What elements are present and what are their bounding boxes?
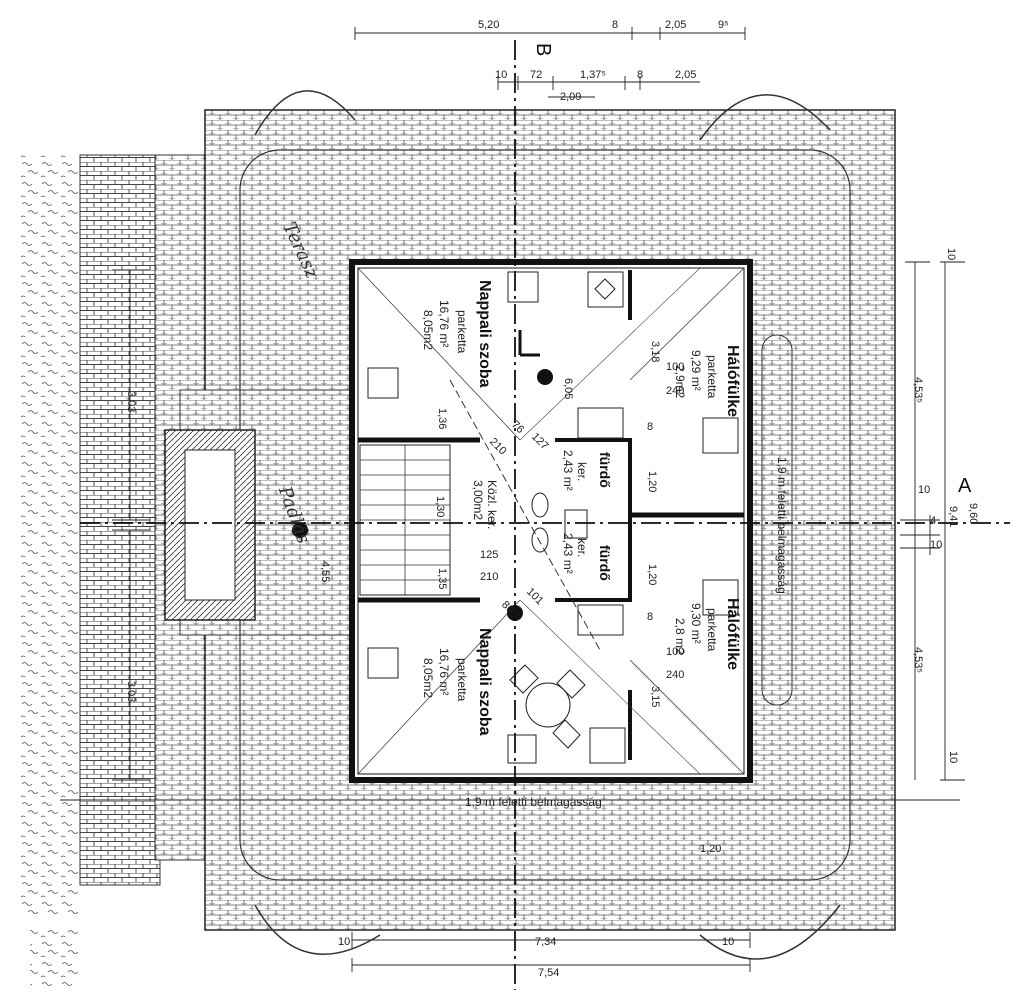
halofulke1-width: 240 bbox=[666, 385, 684, 397]
room-name: Közl. ker. bbox=[485, 480, 499, 529]
garden-area bbox=[18, 154, 161, 990]
dim-left-upper: 3,03 bbox=[125, 391, 137, 412]
height-note-bottom: 1,9 m feletti belmagasság bbox=[465, 795, 602, 809]
dim-right-5: 10 bbox=[930, 539, 942, 551]
dim-top-1: 5,20 bbox=[478, 19, 499, 31]
dim-right-9: 10 bbox=[947, 751, 959, 763]
dim-bottom-5: 1,20 bbox=[700, 843, 721, 855]
room-furdo-2: fürdő bbox=[597, 545, 613, 581]
dim-top2-5: 2,05 bbox=[675, 69, 696, 81]
room-name: Nappali szoba bbox=[476, 628, 493, 736]
measure-120a: 1,20 bbox=[646, 471, 658, 492]
measure-210b: 210 bbox=[480, 571, 498, 583]
halofulke1-height: 100 bbox=[666, 361, 684, 373]
dim-top-4: 9⁵ bbox=[718, 19, 729, 31]
room-area: 3,00m2 bbox=[471, 480, 485, 520]
measure-125: 125 bbox=[480, 549, 498, 561]
furdo-2-info: ker. 2,43 m² bbox=[561, 533, 589, 574]
room-area2: 8,05m2 bbox=[421, 658, 435, 698]
room-area: 2,43 m² bbox=[561, 450, 575, 491]
dims-right: 10 4,53⁵ 10 4 10 9,41 9,60 4,53⁵ 10 bbox=[912, 248, 979, 763]
measure-130: 1,30 bbox=[434, 496, 446, 517]
dims-top: 5,20 8 2,05 9⁵ 10 72 1,37⁵ 8 2,05 2,09 bbox=[478, 19, 729, 103]
room-area: 16,76 m² bbox=[437, 648, 451, 695]
dim-right-7: 9,60 bbox=[967, 503, 979, 524]
halofulke2-depth: 3,15 bbox=[649, 686, 661, 707]
room-area2: 2,9m2 bbox=[673, 365, 687, 399]
dim-right-3: 10 bbox=[918, 484, 930, 496]
dim-top-2: 8 bbox=[612, 19, 618, 31]
measure-136: 1,36 bbox=[436, 408, 448, 429]
room-floor: parketta bbox=[705, 608, 719, 652]
dim-bottom-1: 10 bbox=[338, 936, 350, 948]
dim-left-lower: 3,03 bbox=[125, 681, 137, 702]
room-area: 9,29 m² bbox=[689, 350, 703, 391]
section-lines bbox=[80, 40, 1010, 990]
dimension-lines bbox=[60, 27, 965, 972]
dim-bottom-2: 7,34 bbox=[535, 936, 556, 948]
room-nappali-1: Nappali szoba parketta 16,76 m² 8,05m2 bbox=[421, 280, 493, 388]
room-halofulke-2: Hálófülke parketta 9,30 m² 2,8 m2 bbox=[673, 598, 741, 670]
room-area: 2,43 m² bbox=[561, 533, 575, 574]
halofulke2-height: 100 bbox=[666, 646, 684, 658]
room-area: 9,30 m² bbox=[689, 603, 703, 644]
chimney-block bbox=[164, 429, 256, 621]
room-floor: parketta bbox=[705, 355, 719, 399]
room-name: fürdő bbox=[597, 545, 613, 581]
height-note-right: 1,9 m feletti belmagasság bbox=[775, 457, 789, 594]
dim-bottom-4: 7,54 bbox=[538, 967, 559, 979]
room-area2: 2,8 m2 bbox=[673, 618, 687, 655]
measure-135: 1,35 bbox=[436, 568, 448, 589]
room-floor: parketta bbox=[455, 658, 469, 702]
room-sub: ker. bbox=[575, 538, 589, 557]
dim-top-3: 2,05 bbox=[665, 19, 686, 31]
measure-605: 6,05 bbox=[562, 378, 574, 399]
dim-right-8: 4,53⁵ bbox=[912, 647, 924, 673]
measure-455: 4,55 bbox=[319, 561, 331, 582]
section-b-label: B bbox=[532, 43, 554, 56]
dim-right-2: 4,53⁵ bbox=[912, 377, 924, 403]
furdo-1-info: ker. 2,43 m² bbox=[561, 450, 589, 491]
building-outline bbox=[349, 259, 753, 783]
dim-right-1: 10 bbox=[945, 248, 957, 260]
dim-bottom-3: 10 bbox=[722, 936, 734, 948]
room-halofulke-1: Hálófülke parketta 9,29 m² 2,9m2 bbox=[673, 345, 741, 417]
room-nappali-2: Nappali szoba parketta 16,76 m² 8,05m2 bbox=[421, 628, 493, 736]
staircase bbox=[359, 444, 451, 596]
room-floor: parketta bbox=[455, 310, 469, 354]
halofulke1-depth: 3,18 bbox=[649, 341, 661, 362]
room-furdo-1: fürdő bbox=[597, 452, 613, 488]
room-sub: ker. bbox=[575, 462, 589, 481]
room-name: fürdő bbox=[597, 452, 613, 488]
section-a-label: A bbox=[958, 475, 972, 497]
dims-bottom: 10 7,34 10 7,54 1,20 bbox=[338, 843, 734, 979]
room-area: 16,76 m² bbox=[437, 300, 451, 347]
dim-right-4: 4 bbox=[930, 515, 936, 527]
room-name: Hálófülke bbox=[724, 598, 741, 670]
measure-120b: 1,20 bbox=[646, 564, 658, 585]
dim-right-6: 9,41 bbox=[947, 506, 959, 527]
measure-8a: 8 bbox=[647, 421, 653, 433]
dim-top2-1: 10 bbox=[495, 69, 507, 81]
dim-top2-4: 8 bbox=[637, 69, 643, 81]
halofulke2-width: 240 bbox=[666, 669, 684, 681]
dim-top2-3: 1,37⁵ bbox=[580, 69, 606, 81]
dim-top2-2: 72 bbox=[530, 69, 542, 81]
measure-8b: 8 bbox=[647, 611, 653, 623]
room-kozlekedo: Közl. ker. 3,00m2 bbox=[471, 480, 499, 529]
room-area2: 8,05m2 bbox=[421, 310, 435, 350]
room-name: Nappali szoba bbox=[476, 280, 493, 388]
dim-top2-6: 2,09 bbox=[560, 91, 581, 103]
room-name: Hálófülke bbox=[724, 345, 741, 417]
